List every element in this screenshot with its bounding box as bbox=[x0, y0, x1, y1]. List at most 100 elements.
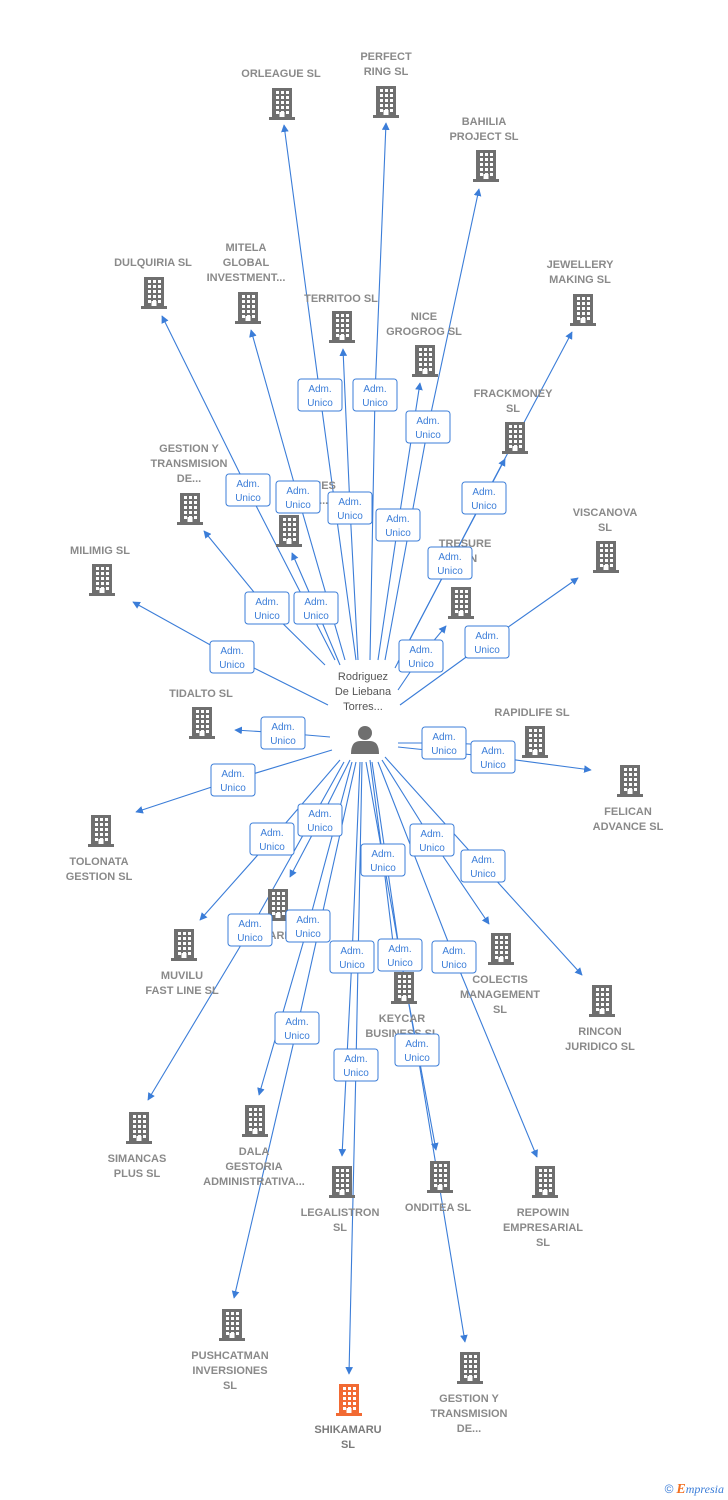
edge-label-text: Adm. bbox=[296, 915, 319, 926]
edge-label-text: Adm. bbox=[416, 416, 439, 427]
edge-label-simancas: Adm.Unico bbox=[227, 913, 273, 947]
company-label: TRANSMISION bbox=[151, 458, 228, 470]
company-label: SL bbox=[223, 1380, 237, 1392]
company-label: REPOWIN bbox=[517, 1207, 570, 1219]
edge-label-text: Unico bbox=[307, 398, 333, 409]
edge-label-legalistron: Adm.Unico bbox=[329, 940, 375, 974]
building-icon bbox=[177, 493, 203, 525]
edge-label-frackmoney: Adm.Unico bbox=[427, 546, 473, 580]
edge-label-text: Unico bbox=[337, 511, 363, 522]
company-label: GESTION Y bbox=[439, 1393, 499, 1405]
edge-label-text: Unico bbox=[285, 500, 311, 511]
edge-label-text: Adm. bbox=[340, 946, 363, 957]
building-icon bbox=[570, 294, 596, 326]
company-node-dala[interactable]: DALAGESTORIAADMINISTRATIVA... bbox=[203, 1105, 305, 1188]
building-icon bbox=[589, 985, 615, 1017]
edge-label-repowin: Adm.Unico bbox=[431, 940, 477, 974]
company-label: DULQUIRIA SL bbox=[114, 257, 192, 269]
company-label: SL bbox=[536, 1237, 550, 1249]
company-node-mitela[interactable]: MITELAGLOBALINVESTMENT... bbox=[207, 242, 286, 324]
edge-label-tresure: Adm.Unico bbox=[398, 639, 444, 673]
edge-label-text: Unico bbox=[259, 842, 285, 853]
copyright-symbol: © bbox=[664, 1482, 674, 1496]
company-label: PROJECT SL bbox=[449, 131, 518, 143]
company-label: TIDALTO SL bbox=[169, 688, 233, 700]
edge-label-onditea: Adm.Unico bbox=[377, 938, 423, 972]
edge-label-text: Adm. bbox=[308, 384, 331, 395]
company-label: MAKING SL bbox=[549, 274, 611, 286]
edge-labels-layer: Adm.UnicoAdm.UnicoAdm.UnicoAdm.UnicoAdm.… bbox=[209, 378, 516, 1082]
company-label: INVESTMENT... bbox=[207, 272, 286, 284]
person-label: Rodriguez bbox=[338, 671, 388, 683]
company-label: SL bbox=[506, 403, 520, 415]
company-label: TRANSMISION bbox=[431, 1408, 508, 1420]
building-icon bbox=[276, 515, 302, 547]
building-icon bbox=[329, 1166, 355, 1198]
company-node-gestion-top[interactable]: GESTION Y TRANSMISION DE... bbox=[151, 443, 228, 525]
building-icon bbox=[617, 765, 643, 797]
company-label: DE... bbox=[177, 473, 201, 485]
edge-label-perfect-ring: Adm.Unico bbox=[352, 378, 398, 412]
building-icon bbox=[141, 277, 167, 309]
company-node-rapidlife[interactable]: RAPIDLIFE SL bbox=[494, 707, 570, 758]
edge-label-text: Unico bbox=[441, 960, 467, 971]
edge-label-text: Adm. bbox=[432, 732, 455, 743]
edge-label-text: Adm. bbox=[388, 944, 411, 955]
brand-logo-initial: E bbox=[676, 1482, 686, 1497]
company-node-milimig[interactable]: MILIMIG SL bbox=[70, 545, 130, 596]
edge-label-text: Adm. bbox=[363, 384, 386, 395]
edge-label-text: Adm. bbox=[386, 514, 409, 525]
edge-label-dala: Adm.Unico bbox=[285, 909, 331, 943]
edge-label-text: Adm. bbox=[220, 646, 243, 657]
company-label: GESTION SL bbox=[66, 871, 133, 883]
company-node-dulquiria[interactable]: DULQUIRIA SL bbox=[114, 257, 192, 309]
edge-label-mitela: Adm.Unico bbox=[275, 480, 321, 514]
company-node-onditea[interactable]: ONDITEA SL bbox=[405, 1161, 471, 1214]
company-label: DALA bbox=[239, 1146, 270, 1158]
edge-label-text: Adm. bbox=[260, 828, 283, 839]
company-label: PUSHCATMAN bbox=[191, 1350, 268, 1362]
edge-label-nice-grogrog: Adm.Unico bbox=[375, 508, 421, 542]
edge-label-text: Adm. bbox=[371, 849, 394, 860]
building-icon bbox=[235, 292, 261, 324]
edge-label-text: Adm. bbox=[438, 552, 461, 563]
edge-label-tolonata: Adm.Unico bbox=[210, 763, 256, 797]
edge-label-felican: Adm.Unico bbox=[470, 740, 516, 774]
company-node-orleague[interactable]: ORLEAGUE SL bbox=[241, 68, 321, 120]
edge-label-text: Unico bbox=[235, 493, 261, 504]
company-label: PLUS SL bbox=[114, 1168, 161, 1180]
edge-label-inversiones-hidden: Adm.Unico bbox=[293, 591, 339, 625]
edge-label-text: Unico bbox=[415, 430, 441, 441]
company-label: FAST LINE SL bbox=[145, 985, 219, 997]
company-node-territoo[interactable]: TERRITOO SL bbox=[304, 293, 378, 343]
company-node-gestion-bottom[interactable]: GESTION YTRANSMISIONDE... bbox=[431, 1352, 508, 1435]
edge-label-text: Unico bbox=[284, 1031, 310, 1042]
company-label: GESTION Y bbox=[159, 443, 219, 455]
building-icon bbox=[502, 422, 528, 454]
company-label: SHIKAMARU bbox=[314, 1424, 381, 1436]
company-node-tidalto[interactable]: TIDALTO SL bbox=[169, 688, 233, 739]
edge-label-colectis: Adm.Unico bbox=[409, 823, 455, 857]
building-icon bbox=[427, 1161, 453, 1193]
edge-label-rincon: Adm.Unico bbox=[460, 849, 506, 883]
building-icon bbox=[593, 541, 619, 573]
